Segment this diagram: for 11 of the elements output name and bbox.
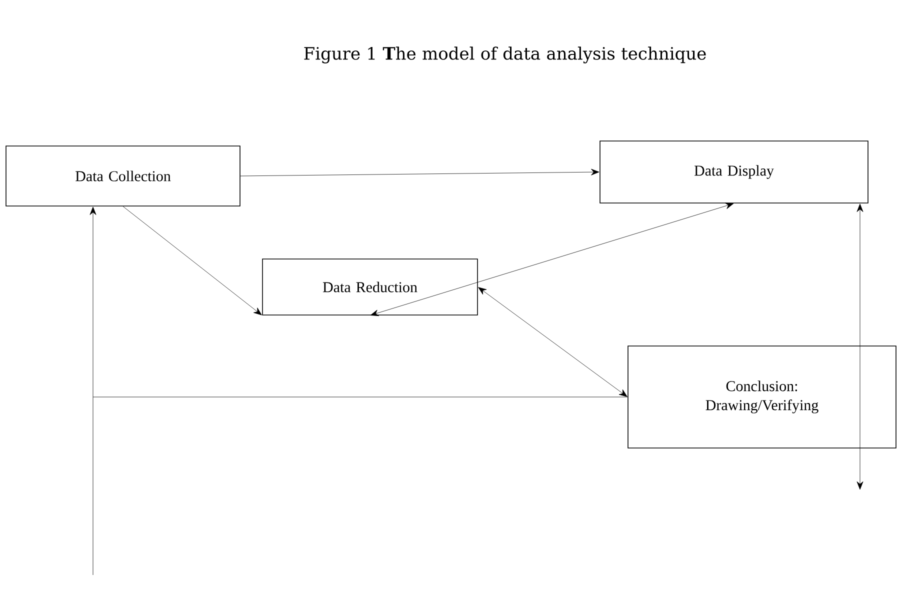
arrow bbox=[370, 202, 734, 316]
process-box: Data Collection bbox=[6, 146, 240, 206]
arrow bbox=[90, 206, 628, 398]
process-box: Data Reduction bbox=[262, 258, 478, 316]
figure-title: Figure 1 The model of data analysis technique bbox=[304, 46, 706, 64]
arrow bbox=[856, 204, 864, 490]
arrow bbox=[122, 206, 262, 316]
process-box: Conclusion: Drawing/Verifying bbox=[628, 346, 896, 448]
arrow bbox=[240, 168, 600, 176]
process-box: Data Display bbox=[600, 140, 868, 204]
arrow bbox=[478, 287, 628, 397]
